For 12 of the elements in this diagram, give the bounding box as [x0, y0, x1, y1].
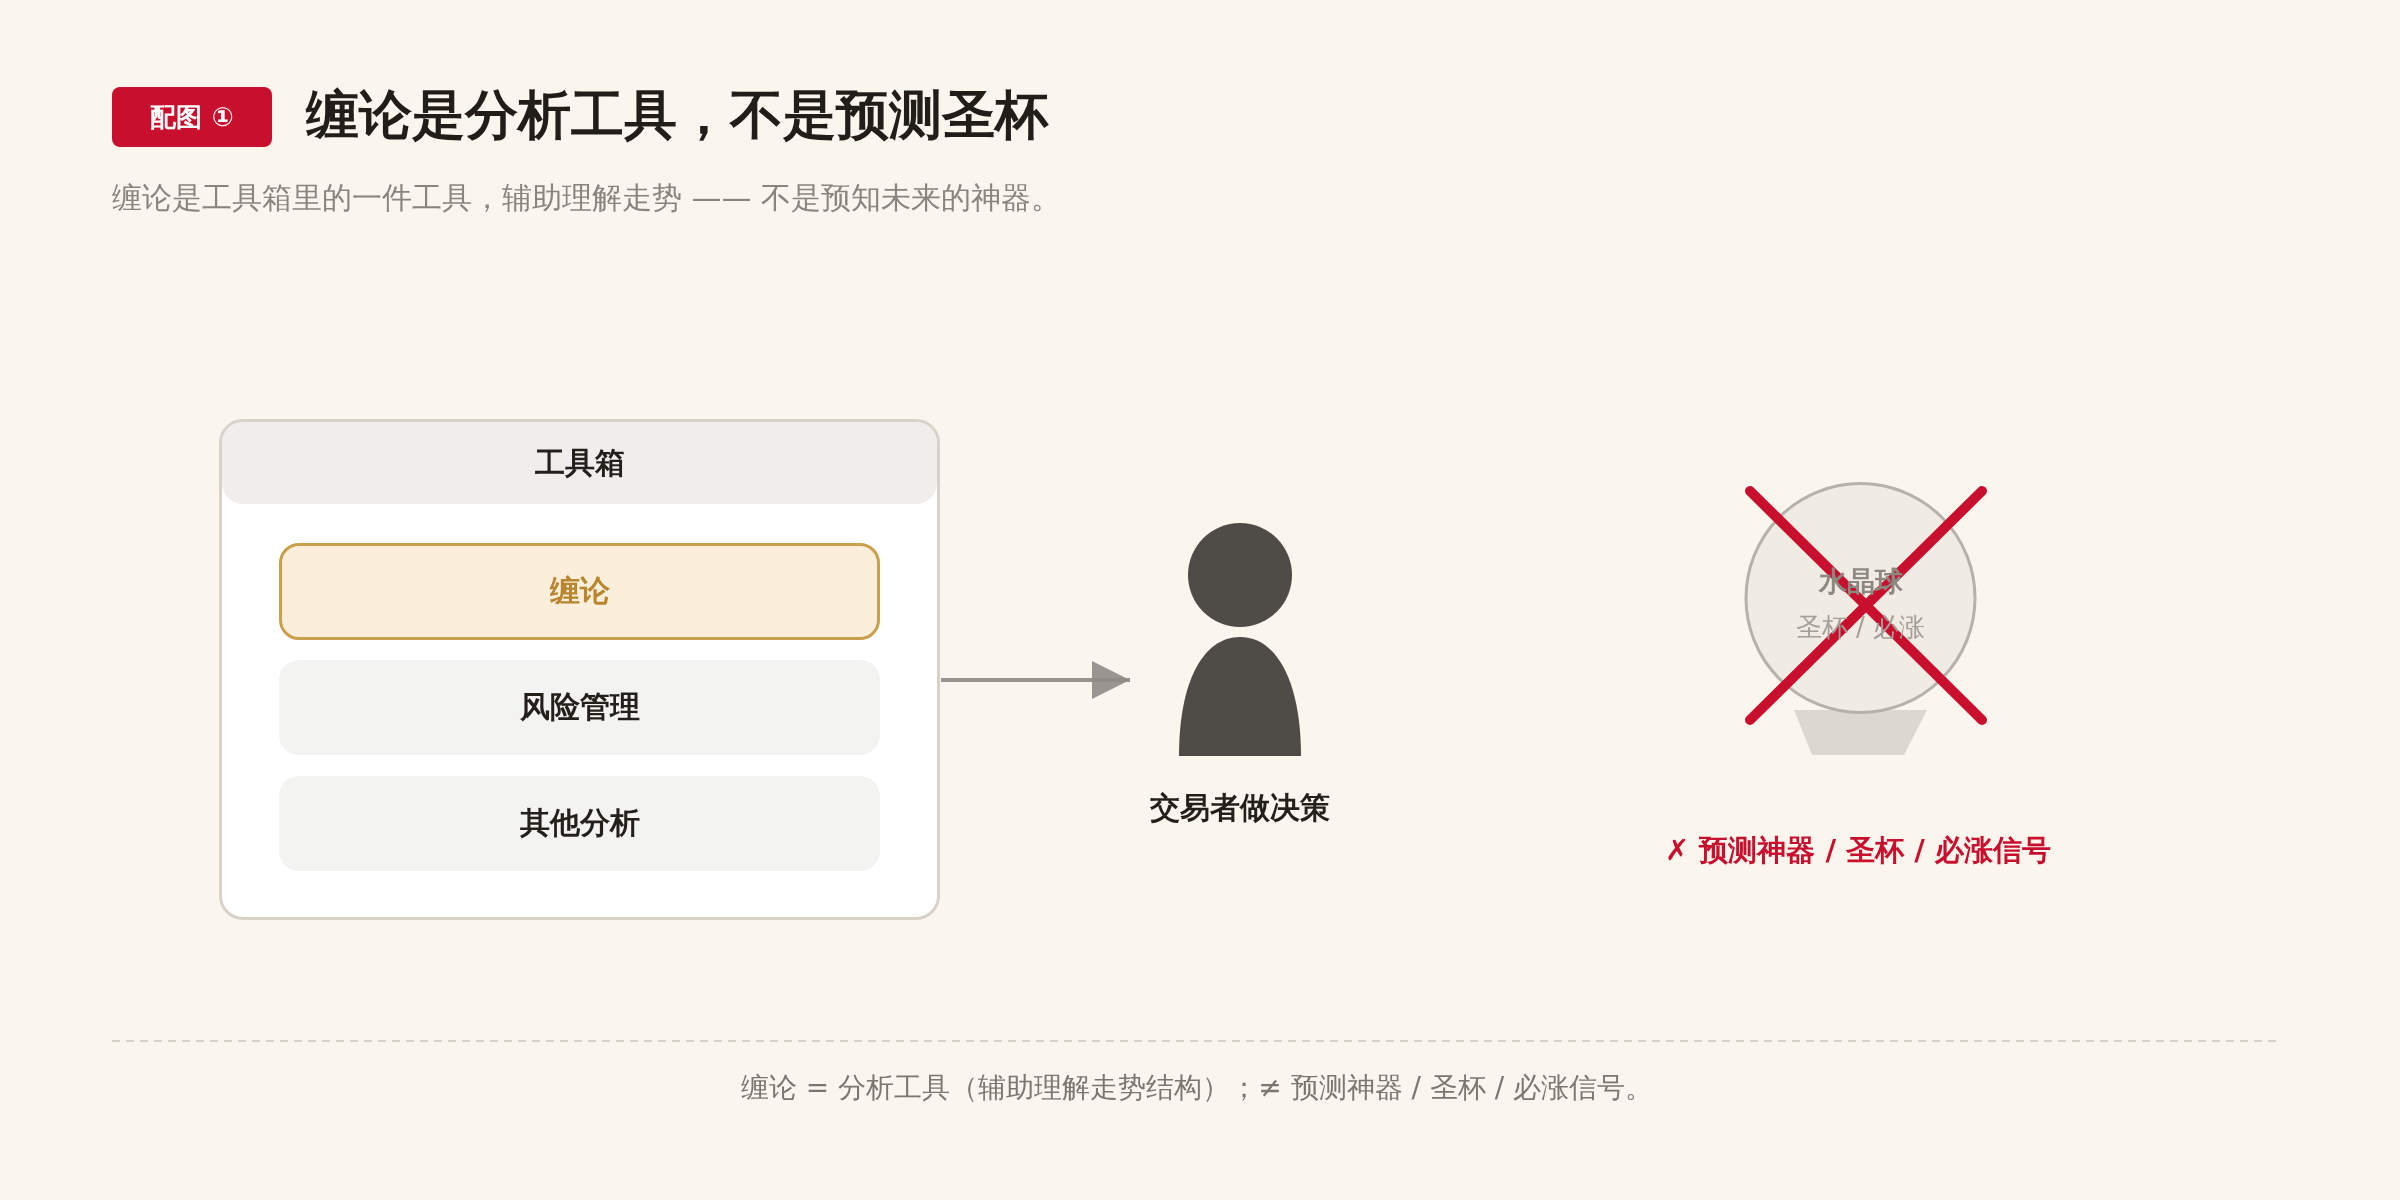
figure-badge: 配图 ① — [112, 87, 272, 147]
tool-item: 风险管理 — [279, 660, 880, 755]
highlighted-tool-item: 缠论 — [279, 543, 880, 640]
person-label: 交易者做决策 — [1150, 789, 1330, 827]
tool-item: 其他分析 — [279, 776, 880, 871]
warning-caption: ✗ 预测神器 / 圣杯 / 必涨信号 — [1665, 832, 2051, 869]
panel-title: 工具箱 — [534, 443, 625, 482]
arrow — [941, 661, 1130, 699]
subtitle-text: 缠论是工具箱里的一件工具，辅助理解走势 —— 不是预知未来的神器。 — [112, 179, 1062, 217]
toolbox-panel — [219, 419, 940, 920]
footer-caption: 缠论 = 分析工具（辅助理解走势结构）；≠ 预测神器 / 圣杯 / 必涨信号。 — [740, 1070, 1654, 1106]
diagram-title: 缠论是分析工具，不是预测圣杯 — [306, 83, 1048, 147]
